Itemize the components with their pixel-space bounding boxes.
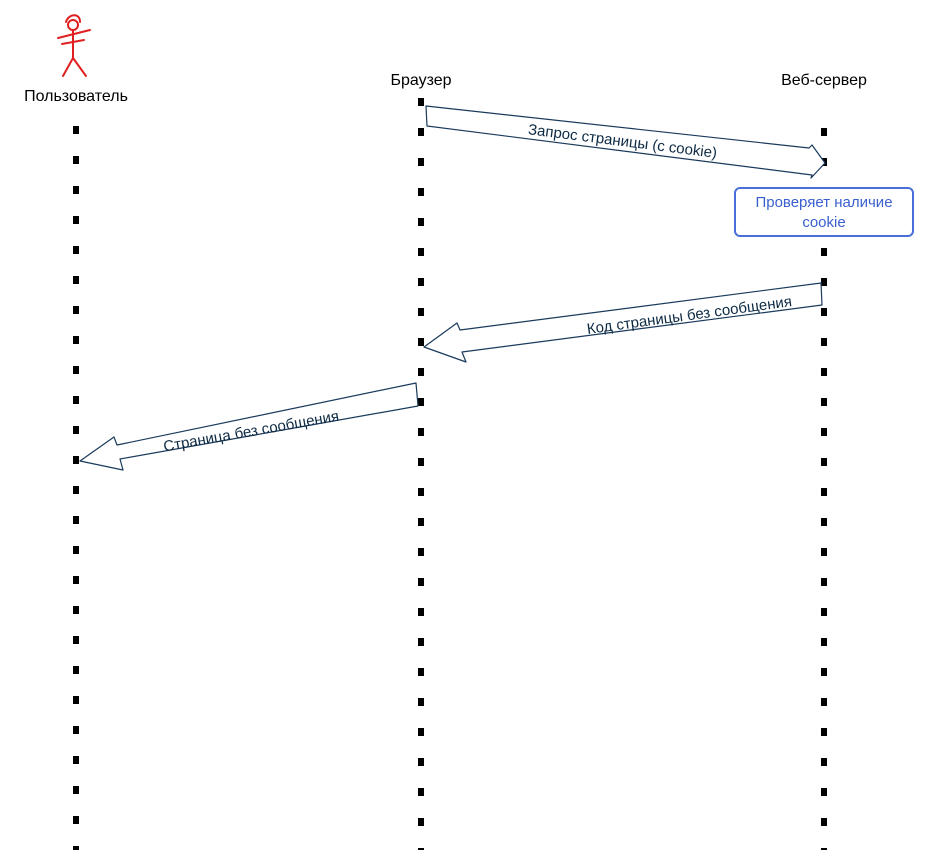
participant-label-server: Веб-сервер <box>781 72 867 89</box>
stick-figure-icon <box>57 14 91 77</box>
participant-label-browser: Браузер <box>390 72 452 89</box>
message-arrow: Код страницы без сообщения <box>423 282 823 363</box>
message-arrow: Запрос страницы (с cookie) <box>425 105 826 179</box>
participant-label-user: Пользователь <box>24 88 128 105</box>
note-box: Проверяет наличие cookie <box>734 187 914 237</box>
message-arrow: Страница без сообщения <box>79 382 419 471</box>
